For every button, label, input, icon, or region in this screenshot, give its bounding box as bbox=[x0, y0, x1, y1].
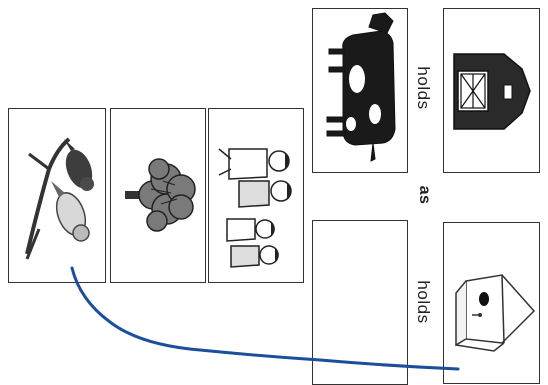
analogy-word-as: as bbox=[416, 185, 433, 205]
analogy-word-holds-bottom: holds bbox=[414, 280, 433, 324]
analogy-word-holds-top: holds bbox=[414, 66, 433, 110]
family-icon bbox=[218, 148, 292, 268]
analogy-card-answer-blank[interactable] bbox=[312, 220, 408, 385]
tree-icon bbox=[125, 158, 196, 232]
analogy-card-barn bbox=[443, 8, 540, 173]
analogy-card-birdhouse bbox=[443, 222, 540, 384]
cow-icon bbox=[326, 12, 396, 162]
choice-card-family[interactable] bbox=[208, 108, 304, 283]
choice-card-birds[interactable] bbox=[8, 108, 106, 283]
birds-icon bbox=[25, 137, 94, 260]
analogy-card-cow bbox=[312, 8, 408, 173]
barn-icon bbox=[453, 53, 531, 130]
birdhouse-icon bbox=[455, 274, 536, 352]
choice-card-tree[interactable] bbox=[110, 108, 206, 283]
